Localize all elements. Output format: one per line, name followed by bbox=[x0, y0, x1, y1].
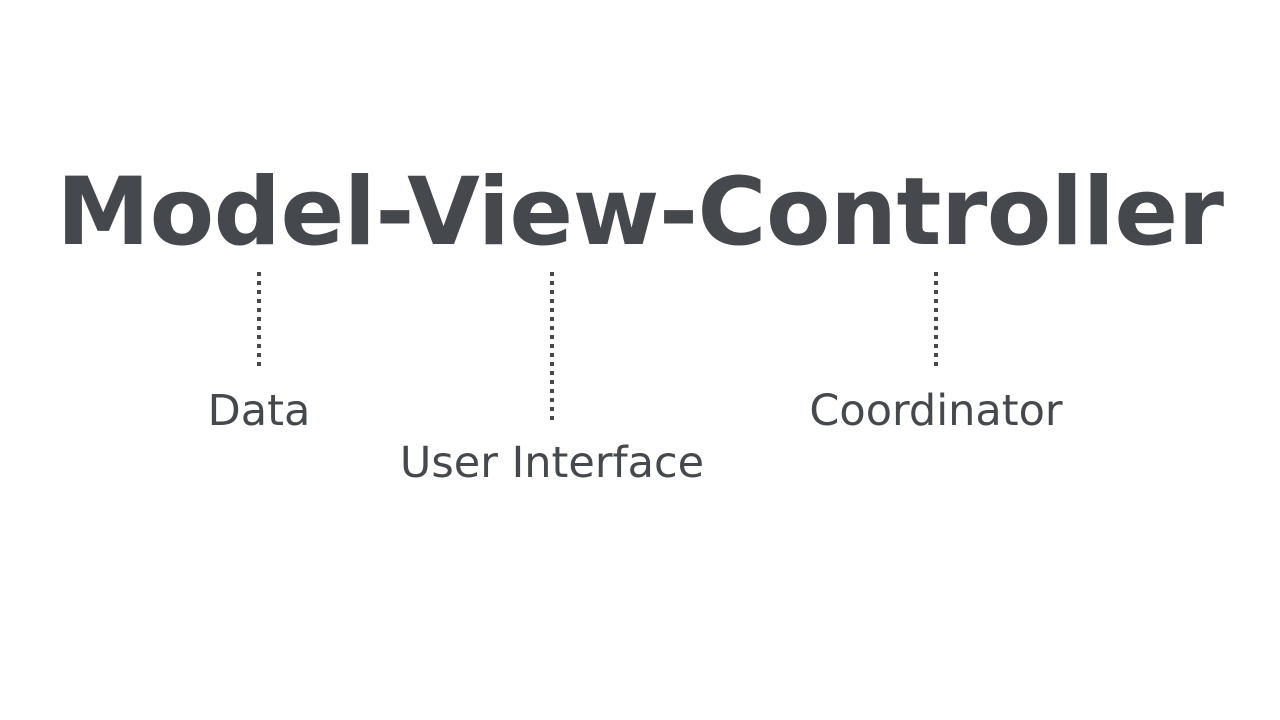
label-view-user-interface: User Interface bbox=[399, 438, 705, 488]
page-title: Model-View-Controller bbox=[56, 158, 1224, 267]
label-model-data: Data bbox=[207, 386, 311, 436]
connector-line-view bbox=[550, 272, 554, 420]
connector-line-controller bbox=[934, 272, 938, 368]
label-controller-coordinator: Coordinator bbox=[809, 386, 1063, 436]
connector-line-model bbox=[257, 272, 261, 368]
